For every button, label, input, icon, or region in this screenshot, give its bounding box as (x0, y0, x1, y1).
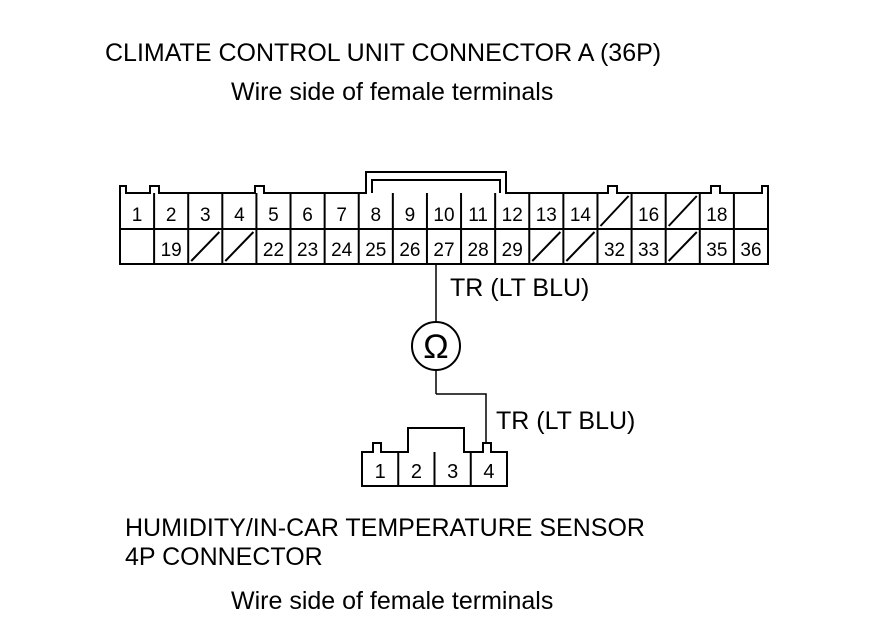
row2-terminal-number: 27 (433, 240, 454, 261)
sensor-connector-housing (361, 427, 508, 487)
ohmmeter-circle (411, 321, 461, 371)
row1-terminal-number: 5 (268, 205, 279, 226)
row2-terminal-number: 35 (706, 240, 727, 261)
wire-label-upper: TR (LT BLU) (450, 274, 590, 302)
row1-terminal-number: 9 (405, 205, 416, 226)
wires (435, 264, 487, 442)
row1-terminal-number: 8 (371, 205, 382, 226)
row2-terminal-number: 28 (468, 240, 489, 261)
row2-terminal-number: 29 (502, 240, 523, 261)
ohmmeter: Ω (411, 321, 461, 371)
sensor-pin-number: 2 (411, 461, 422, 483)
row1-terminal-number: 16 (638, 205, 659, 226)
row1-terminal-number: 4 (234, 205, 245, 226)
row1-terminal-number: 2 (166, 205, 177, 226)
row2-blank-slash (667, 231, 698, 262)
row1-terminal-number: 14 (570, 205, 592, 226)
row2-terminal-number: 24 (331, 240, 353, 261)
row2-blank-slash (224, 231, 255, 262)
row2-terminal-number: 22 (263, 240, 284, 261)
row1-terminal-number: 10 (433, 205, 454, 226)
row2-blank-slash (190, 231, 221, 262)
sensor-connector-title-line2: 4P CONNECTOR (125, 543, 323, 571)
row2-terminal-number: 23 (297, 240, 318, 261)
row1-terminal-number: 7 (336, 205, 347, 226)
sensor-connector-title-line1: HUMIDITY/IN-CAR TEMPERATURE SENSOR (125, 514, 645, 542)
sensor-pin-number: 3 (447, 461, 458, 483)
sensor-pin-number: 1 (375, 461, 386, 483)
sensor-pin-number: 4 (483, 461, 494, 483)
row2-blank-slash (531, 231, 562, 262)
row2-terminal-number: 25 (365, 240, 386, 261)
row1-terminal-number: 12 (502, 205, 523, 226)
row2-terminal-number: 19 (161, 240, 182, 261)
row2-terminal-number: 36 (740, 240, 761, 261)
row1-blank-slash (599, 195, 630, 227)
sensor-connector-subtitle: Wire side of female terminals (231, 587, 554, 615)
ohm-symbol: Ω (423, 328, 448, 366)
row1-terminal-number: 6 (302, 205, 313, 226)
row2-terminal-number: 33 (638, 240, 659, 261)
row1-terminal-number: 1 (132, 205, 143, 226)
connector-a-lock-tab (371, 179, 501, 193)
row1-terminal-number: 3 (200, 205, 211, 226)
row2-terminal-number: 26 (399, 240, 420, 261)
humidity-sensor-4p-connector (361, 427, 508, 487)
row1-terminal-number: 13 (536, 205, 557, 226)
top-connector-title: CLIMATE CONTROL UNIT CONNECTOR A (36P) (105, 39, 662, 67)
row1-terminal-number: 18 (706, 205, 727, 226)
row2-terminal-number: 32 (604, 240, 625, 261)
top-connector-subtitle: Wire side of female terminals (231, 78, 554, 106)
row1-blank-slash (667, 195, 698, 227)
row1-terminal-number: 11 (468, 205, 488, 226)
row2-blank-slash (565, 231, 596, 262)
wire-label-lower: TR (LT BLU) (496, 407, 636, 435)
wire-lower (436, 393, 487, 442)
climate-control-unit-connector-a (119, 171, 769, 265)
